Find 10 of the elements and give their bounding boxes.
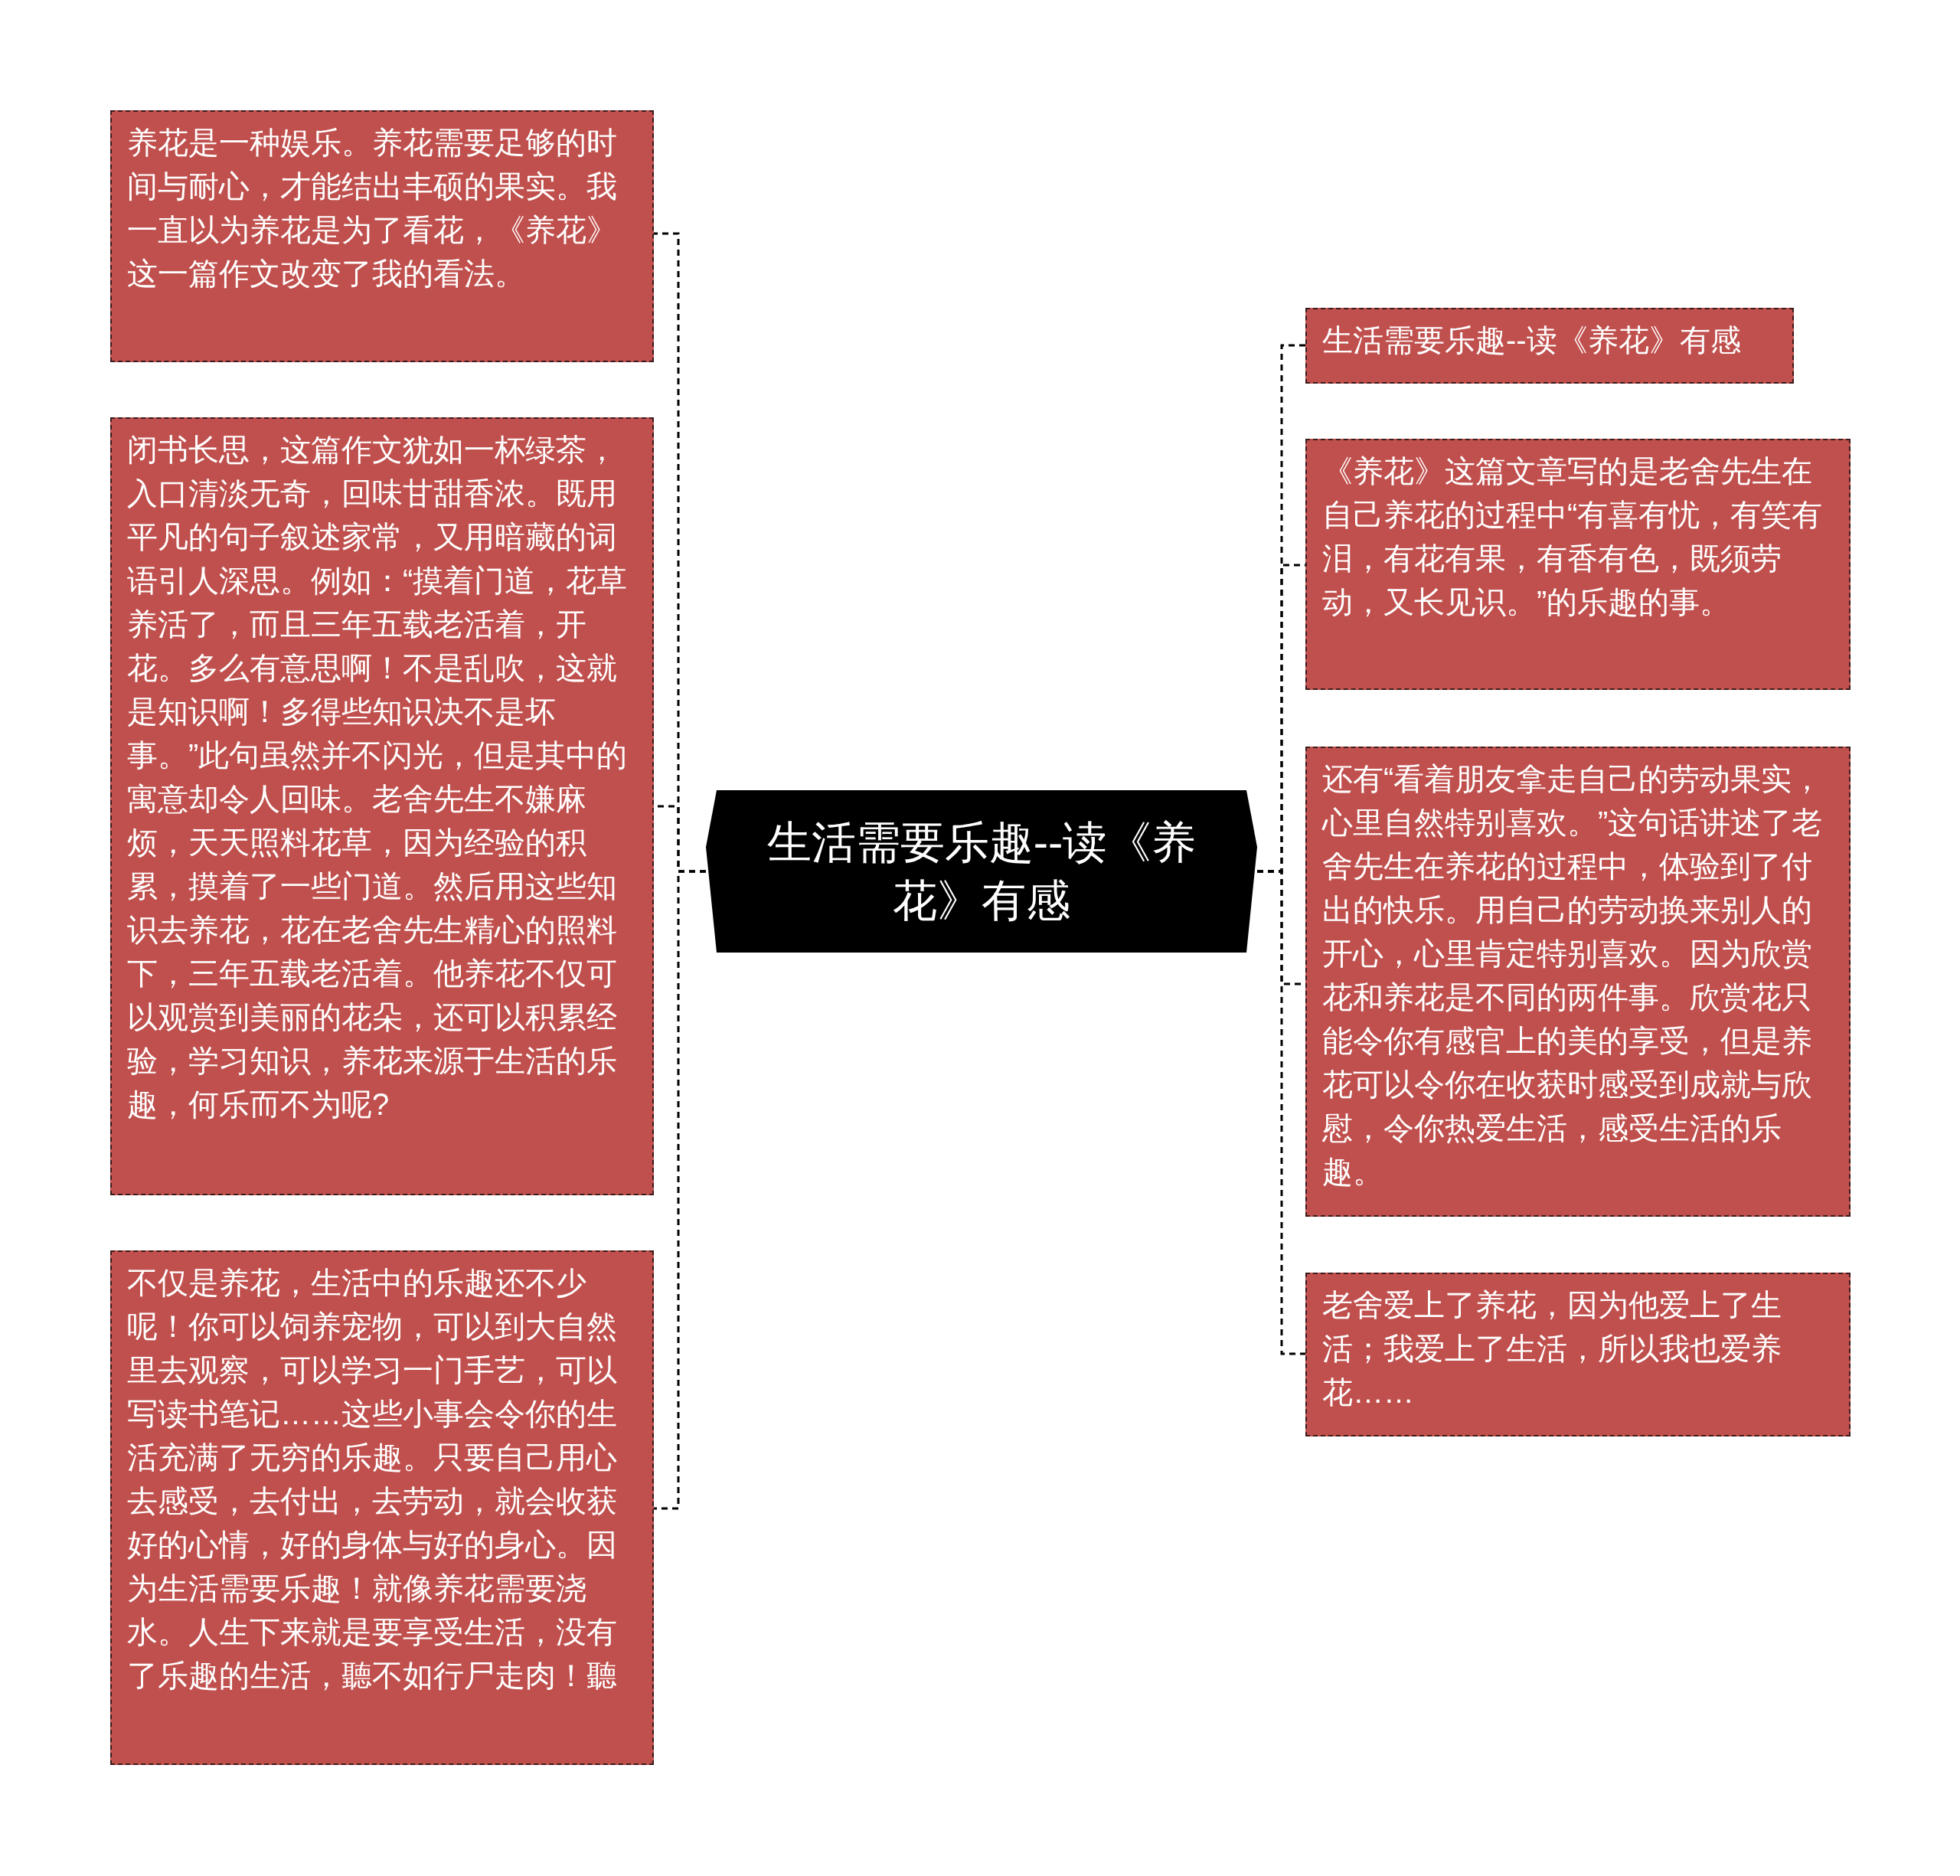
- text-card: 老舍爱上了养花，因为他爱上了生活；我爱上了生活，所以我也爱养花……: [1305, 1273, 1851, 1436]
- connector-line: [1257, 870, 1305, 1355]
- text-card: 生活需要乐趣--读《养花》有感: [1305, 308, 1794, 384]
- text-card: 闭书长思，这篇作文犹如一杯绿茶，入口清淡无奇，回味甘甜香浓。既用平凡的句子叙述家常，又用暗藏的词语引人深思。例如：“摸着门道，花草养活了，而且三年五载老活着，开花。多么有意思啊！不是乱吹，这就是知识啊！多得些知识决不是坏事。”此句虽然并不闪光，但是其中的寓意却令人回味。老舍先生不嫌麻烦，天天照料花草，因为经验的积累，摸着了一些门道。然后用这些知识去养花，花在老舍先生精心的照料下，三年五载老活着。他养花不仅可以观赏到美丽的花朵，还可以积累经验，学习知识，养花来源于生活的乐趣，何乐而不为呢?: [110, 417, 654, 1195]
- central-topic: 生活需要乐趣--读《养花》有感: [706, 790, 1257, 953]
- text-card: 养花是一种娱乐。养花需要足够的时间与耐心，才能结出丰硕的果实。我一直以为养花是为了看花，《养花》这一篇作文改变了我的看法。: [110, 110, 654, 362]
- text-card: 《养花》这篇文章写的是老舍先生在自己养花的过程中“有喜有忧，有笑有泪，有花有果，有香有色，既须劳动，又长见识。”的乐趣的事。: [1305, 439, 1851, 690]
- connector-line: [654, 870, 706, 1510]
- text-card: 不仅是养花，生活中的乐趣还不少呢！你可以饲养宠物，可以到大自然里去观察，可以学习一门手艺，可以写读书笔记……这些小事会令你的生活充满了无穷的乐趣。只要自己用心去感受，去付出，去劳动，就会收获好的心情，好的身体与好的身心。因为生活需要乐趣！就像养花需要浇水。人生下来就是要享受生活，没有了乐趣的生活，聽不如行尸走肉！聽: [110, 1250, 654, 1765]
- text-card: 还有“看着朋友拿走自己的劳动果实，心里自然特别喜欢。”这句话讲述了老舍先生在养花的过程中，体验到了付出的快乐。用自己的劳动换来别人的开心，心里肯定特别喜欢。因为欣赏花和养花是不同的两件事。欣赏花只能令你有感官上的美的享受，但是养花可以令你在收获时感受到成就与欣慰，令你热爱生活，感受生活的乐趣。: [1305, 747, 1851, 1217]
